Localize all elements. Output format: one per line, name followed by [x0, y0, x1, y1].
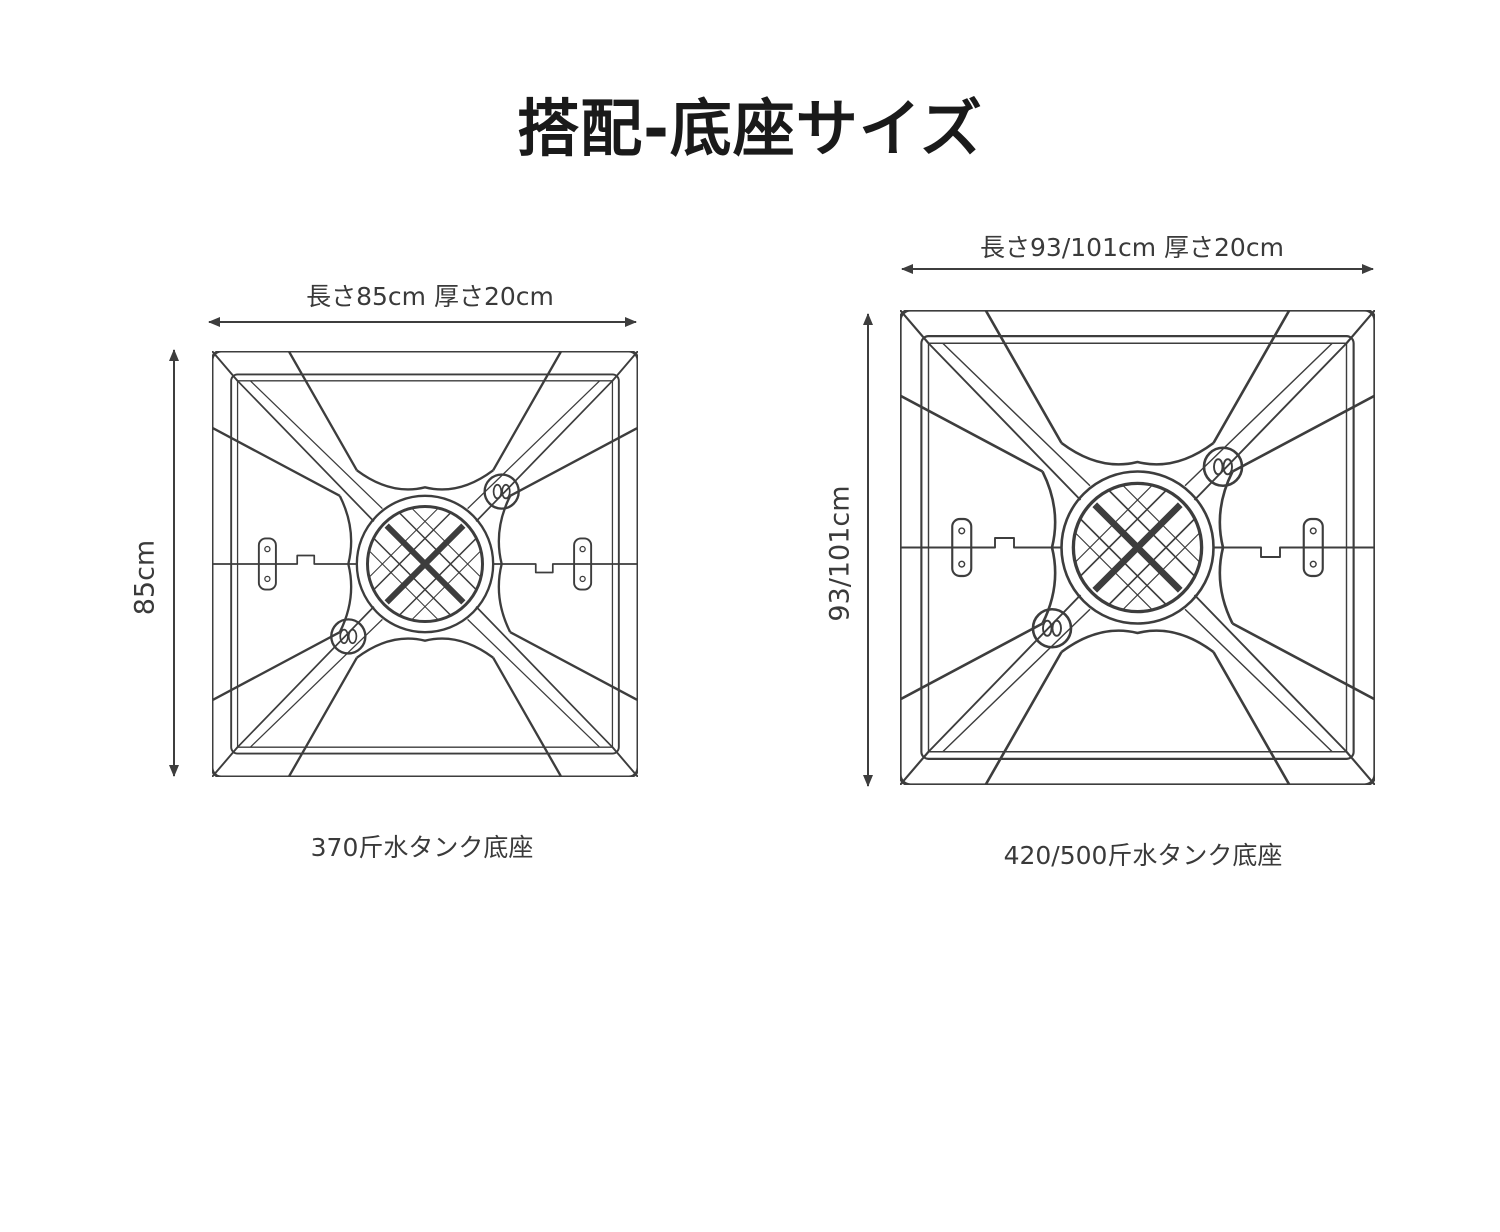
base-drawing-420-500	[900, 310, 1375, 785]
page-title: 搭配-底座サイズ	[517, 92, 983, 165]
side-label-right: 93/101cm	[824, 485, 856, 622]
dimension-label-left: 長さ85cm 厚さ20cm	[306, 282, 554, 311]
side-label-left: 85cm	[129, 539, 161, 616]
caption-right: 420/500斤水タンク底座	[1003, 841, 1283, 870]
base-drawing-370	[212, 351, 638, 777]
dimension-label-right: 長さ93/101cm 厚さ20cm	[980, 233, 1284, 262]
caption-left: 370斤水タンク底座	[310, 833, 534, 862]
